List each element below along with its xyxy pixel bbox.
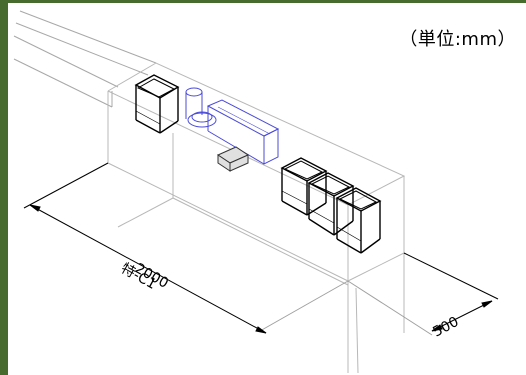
box-right-1 — [280, 157, 328, 216]
dimension-length — [23, 162, 349, 334]
guide-rails — [13, 10, 157, 108]
drawing-canvas: 2000 特-C1 500 （単位:mm） — [8, 3, 526, 375]
valve-part — [216, 146, 250, 172]
unit-label: （単位:mm） — [399, 29, 516, 50]
isometric-diagram: 2000 特-C1 500 — [13, 10, 499, 374]
dimension-width — [347, 252, 499, 336]
dimension-width-value: 500 — [430, 314, 461, 341]
pipe-assembly — [185, 87, 280, 165]
box-right-3 — [335, 187, 382, 254]
box-left — [134, 74, 180, 134]
block-outline — [107, 62, 406, 374]
box-right-2 — [307, 172, 355, 236]
